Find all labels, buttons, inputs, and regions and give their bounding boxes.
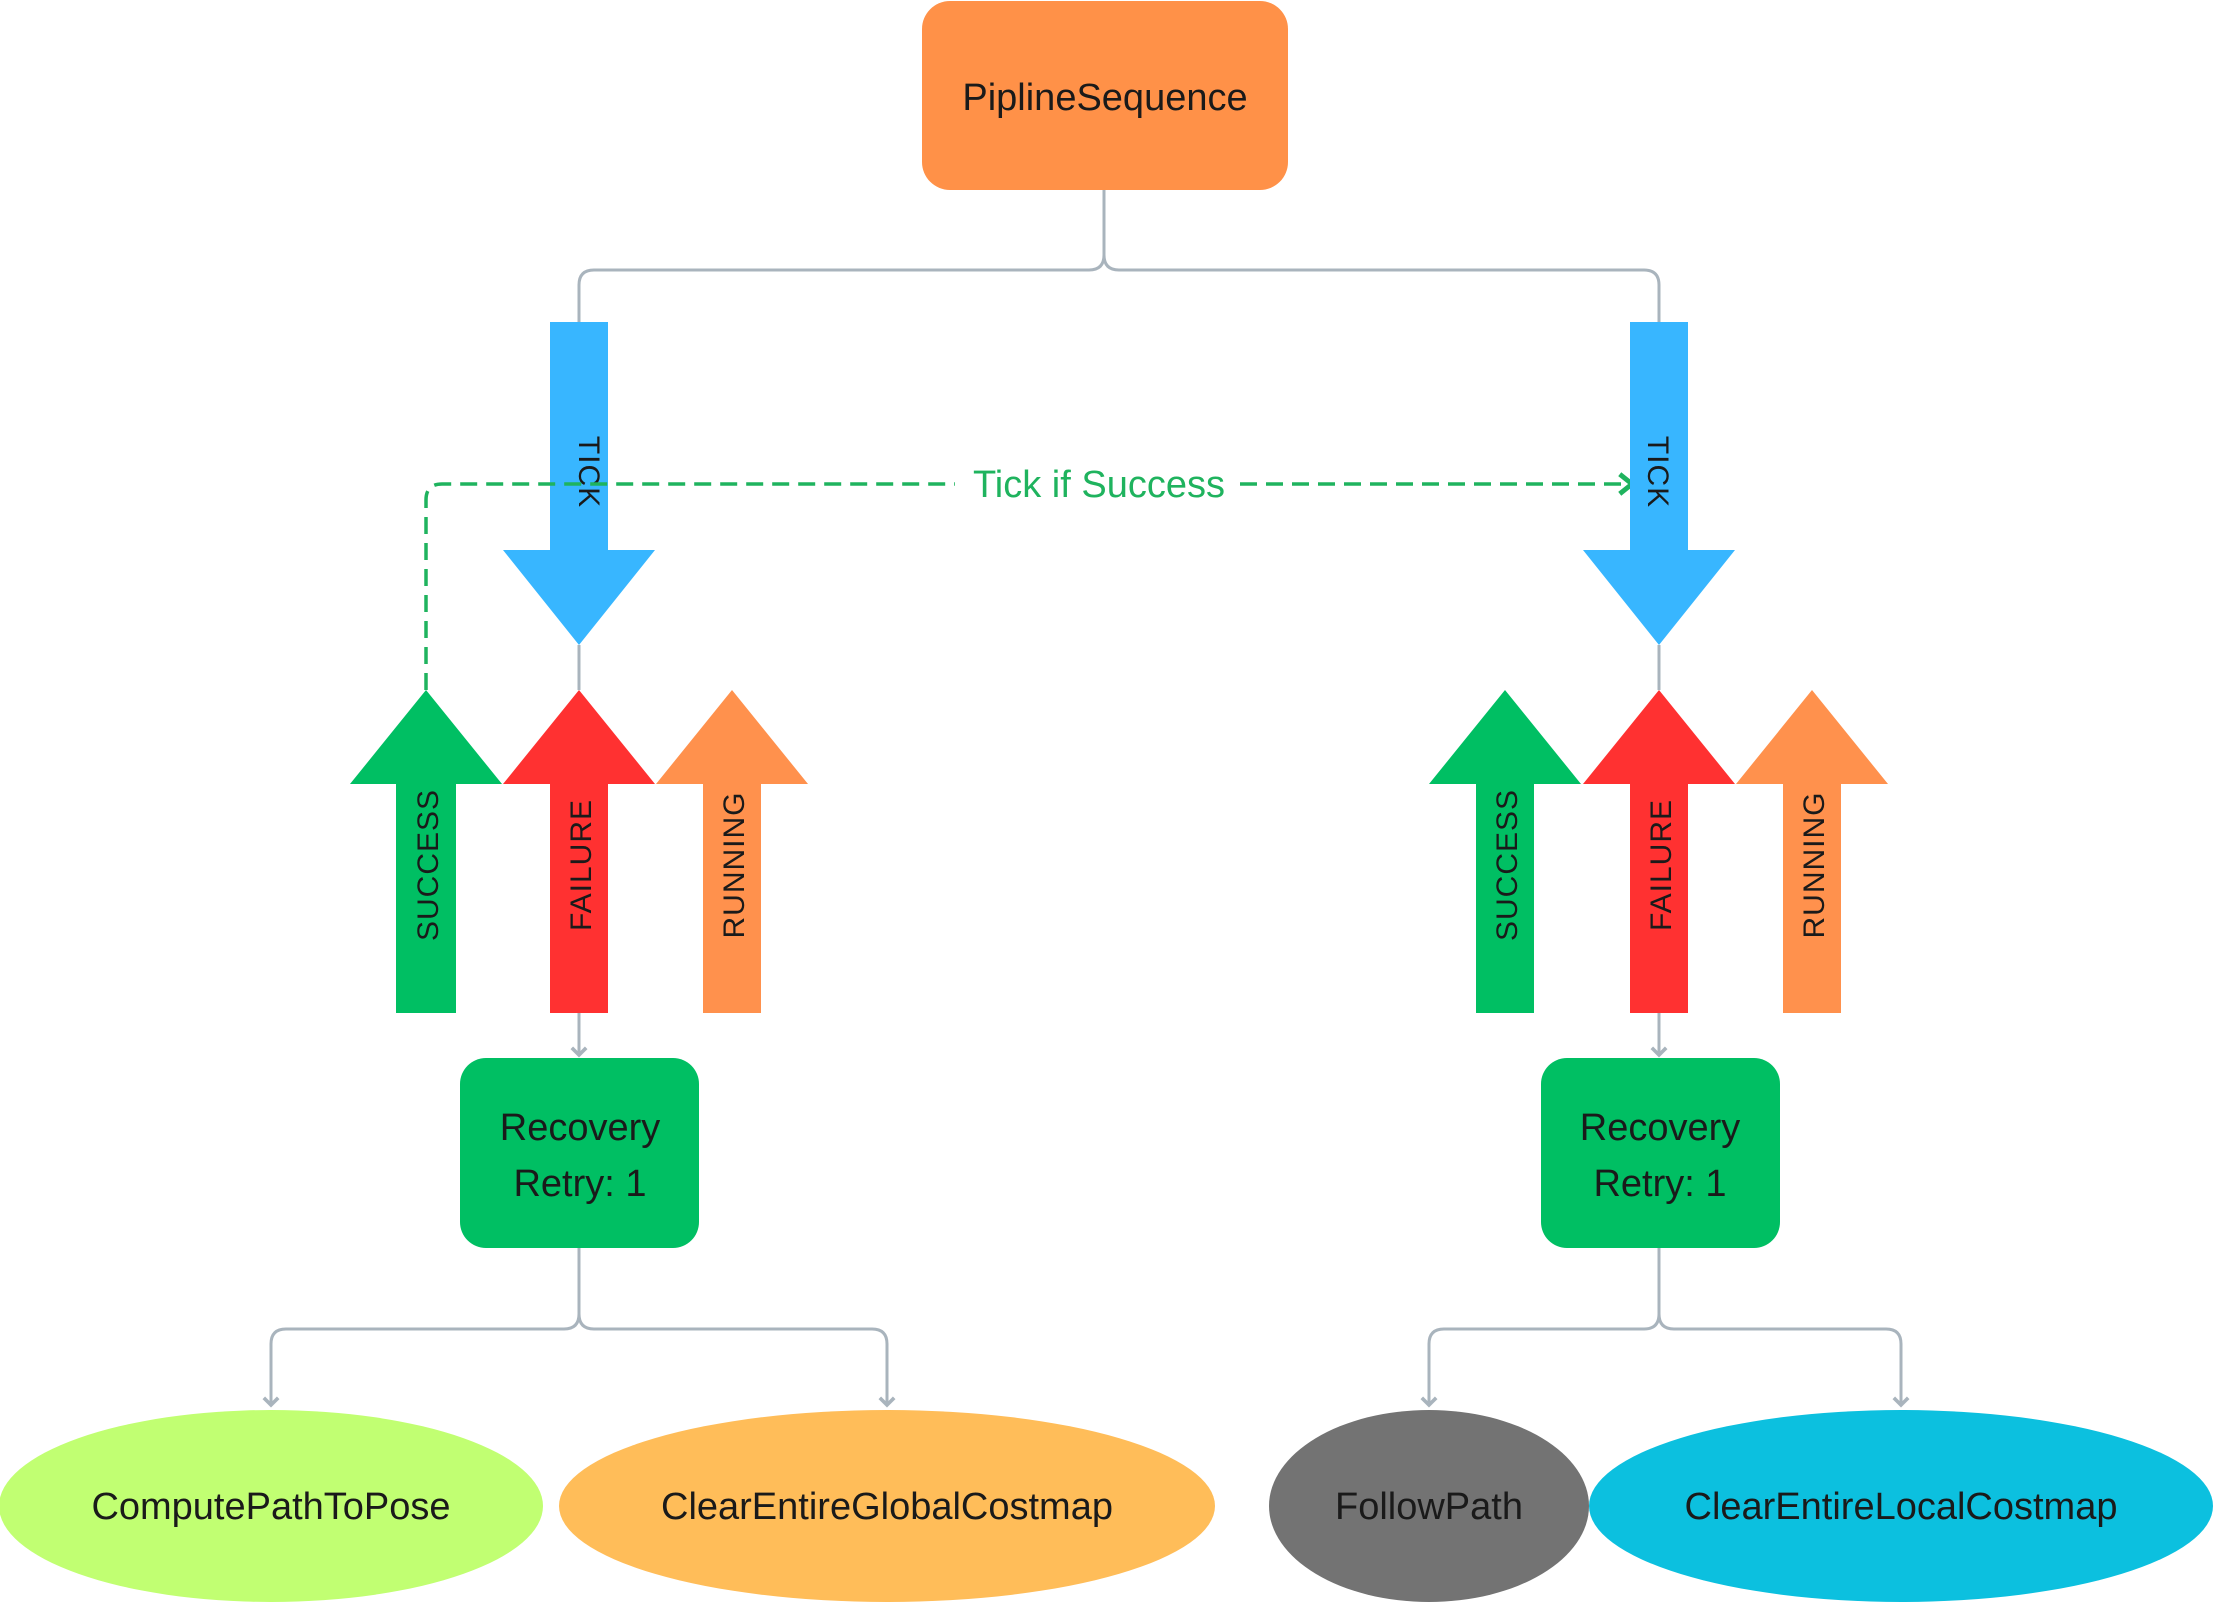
recovery-children-connector-left-2 bbox=[577, 1313, 896, 1408]
failure-label-right: FAILURE bbox=[1645, 799, 1678, 931]
recovery-node-left-box bbox=[460, 1058, 699, 1248]
recovery-node-right-retry: Retry: 1 bbox=[1593, 1163, 1726, 1205]
success-arrow-left bbox=[350, 690, 502, 1013]
action-node-follow-path: FollowPath bbox=[1269, 1410, 1589, 1602]
action-node-clear-global-label: ClearEntireGlobalCostmap bbox=[661, 1486, 1113, 1528]
tick-if-success-label: Tick if Success bbox=[973, 464, 1225, 506]
action-node-clear-global: ClearEntireGlobalCostmap bbox=[559, 1410, 1215, 1602]
action-node-clear-local-label: ClearEntireLocalCostmap bbox=[1685, 1486, 2118, 1528]
recovery-node-right: Recovery Retry: 1 bbox=[1541, 1058, 1780, 1248]
action-node-clear-local: ClearEntireLocalCostmap bbox=[1589, 1410, 2213, 1602]
tick-arrow-right bbox=[1583, 322, 1735, 645]
running-label-left: RUNNING bbox=[718, 792, 751, 939]
recovery-children-connector-left bbox=[262, 1248, 581, 1408]
root-node: PiplineSequence bbox=[922, 1, 1288, 190]
action-node-compute-path-shape bbox=[0, 1410, 543, 1602]
tick-if-success-link bbox=[424, 484, 1632, 690]
action-node-clear-local-shape bbox=[1589, 1410, 2213, 1602]
running-arrow-right bbox=[1736, 690, 1888, 1013]
success-arrow-right bbox=[1429, 690, 1581, 1013]
recovery-node-left-title: Recovery bbox=[500, 1107, 661, 1149]
recovery-node-right-box bbox=[1541, 1058, 1780, 1248]
failure-arrow-right bbox=[1583, 690, 1735, 1013]
recovery-node-left: Recovery Retry: 1 bbox=[460, 1058, 699, 1248]
recovery-node-right-title: Recovery bbox=[1580, 1107, 1741, 1149]
success-label-left: SUCCESS bbox=[412, 789, 445, 941]
recovery-children-connector-right bbox=[1420, 1248, 1661, 1408]
action-node-follow-path-shape bbox=[1269, 1410, 1589, 1602]
running-arrow-left bbox=[656, 690, 808, 1013]
root-node-label: PiplineSequence bbox=[962, 77, 1247, 119]
action-node-compute-path: ComputePathToPose bbox=[0, 1410, 543, 1602]
tick-label-right: TICK bbox=[1641, 436, 1674, 508]
root-connector bbox=[577, 190, 1661, 325]
action-node-follow-path-label: FollowPath bbox=[1335, 1486, 1523, 1528]
action-node-compute-path-label: ComputePathToPose bbox=[91, 1486, 450, 1528]
tick-label-left: TICK bbox=[572, 436, 605, 508]
success-label-right: SUCCESS bbox=[1491, 789, 1524, 941]
failure-arrow-left bbox=[503, 690, 655, 1013]
recovery-node-left-retry: Retry: 1 bbox=[513, 1163, 646, 1205]
action-node-clear-global-shape bbox=[559, 1410, 1215, 1602]
failure-label-left: FAILURE bbox=[565, 799, 598, 931]
root-node-box bbox=[922, 1, 1288, 190]
running-label-right: RUNNING bbox=[1798, 792, 1831, 939]
recovery-children-connector-right-2 bbox=[1657, 1313, 1910, 1408]
